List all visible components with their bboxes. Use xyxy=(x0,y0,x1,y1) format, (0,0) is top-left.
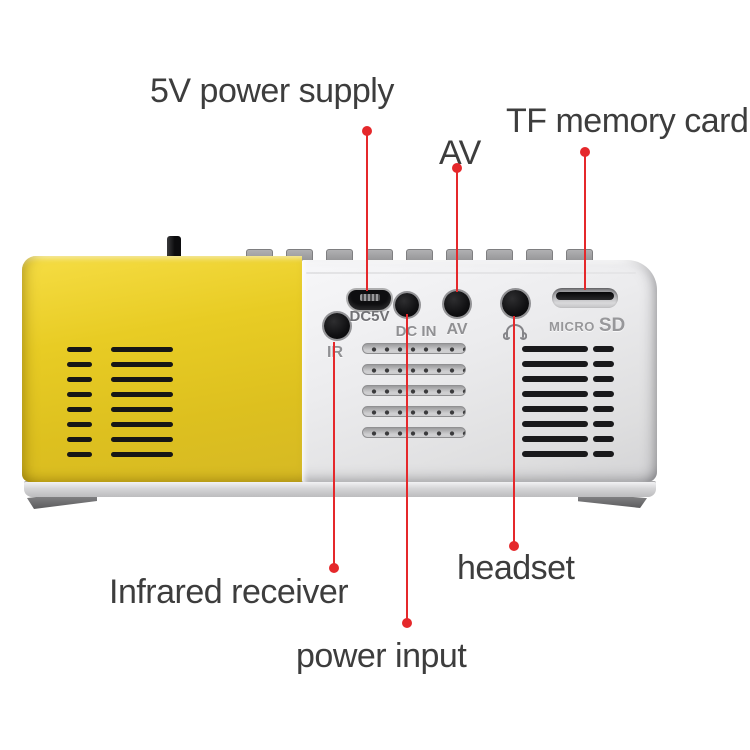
speaker-slot xyxy=(362,406,466,417)
micro-usb-port xyxy=(348,290,391,310)
callout-dot-power-supply xyxy=(362,126,372,136)
speaker-grille xyxy=(362,343,466,438)
vent-grid-right-wide xyxy=(522,346,588,457)
vent-slot xyxy=(111,362,173,367)
vent-slot xyxy=(522,361,588,367)
vent-slot xyxy=(522,346,588,352)
vent-slot xyxy=(67,452,92,457)
headphone-icon xyxy=(503,324,527,340)
ir-port-label: IR xyxy=(327,344,343,361)
ir-receiver-window xyxy=(324,313,350,339)
vent-slot xyxy=(593,421,614,427)
vent-grid-yellow-wide xyxy=(111,347,173,457)
dc-in-port-label: DC IN xyxy=(395,323,437,340)
callout-line-infrared xyxy=(333,342,335,568)
device-base xyxy=(24,481,656,497)
vent-grid-right-narrow xyxy=(593,346,614,457)
label-infrared-receiver: Infrared receiver xyxy=(109,573,349,611)
av-port xyxy=(444,291,470,317)
vent-slot xyxy=(67,347,92,352)
callout-line-power-supply xyxy=(366,130,368,291)
vent-slot xyxy=(522,436,588,442)
vent-slot xyxy=(111,452,173,457)
vent-slot xyxy=(111,437,173,442)
vent-slot xyxy=(522,376,588,382)
callout-line-headset xyxy=(513,316,515,546)
vent-slot xyxy=(67,422,92,427)
vent-slot xyxy=(522,406,588,412)
vent-slot xyxy=(111,377,173,382)
av-port-label: AV xyxy=(446,321,468,338)
label-power-input: power input xyxy=(296,637,467,675)
vent-slot xyxy=(522,391,588,397)
label-headset: headset xyxy=(457,549,575,587)
callout-dot-infrared xyxy=(329,563,339,573)
sd-slot-opening xyxy=(556,292,614,300)
dc5v-port-label: DC5V xyxy=(349,308,390,325)
vent-slot xyxy=(67,437,92,442)
callout-line-tf-card xyxy=(584,151,586,290)
projector-body-yellow xyxy=(22,256,302,482)
vent-grid-yellow-narrow xyxy=(67,347,92,457)
callout-dot-tf-card xyxy=(580,147,590,157)
label-tf-memory-card: TF memory card xyxy=(506,102,749,140)
micro-sd-label-sd: SD xyxy=(598,315,626,336)
vent-slot xyxy=(593,376,614,382)
vent-slot xyxy=(111,347,173,352)
vent-slot xyxy=(593,361,614,367)
vent-slot xyxy=(111,422,173,427)
vent-slot xyxy=(111,392,173,397)
vent-slot xyxy=(67,407,92,412)
callout-line-power-input xyxy=(406,314,408,623)
headphone-jack xyxy=(502,290,529,317)
callout-dot-power-input xyxy=(402,618,412,628)
speaker-slot xyxy=(362,364,466,375)
vent-slot xyxy=(67,362,92,367)
dc-in-port xyxy=(395,293,419,317)
vent-slot xyxy=(593,346,614,352)
speaker-slot xyxy=(362,343,466,354)
micro-sd-slot xyxy=(552,288,618,308)
vent-slot xyxy=(67,392,92,397)
vent-slot xyxy=(593,451,614,457)
vent-slot xyxy=(522,421,588,427)
speaker-slot xyxy=(362,427,466,438)
vent-slot xyxy=(111,407,173,412)
callout-dot-headset xyxy=(509,541,519,551)
vent-slot xyxy=(67,377,92,382)
label-5v-power-supply: 5V power supply xyxy=(150,72,394,110)
vent-slot xyxy=(593,436,614,442)
focus-knob xyxy=(167,236,181,260)
vent-slot xyxy=(522,451,588,457)
vent-slot xyxy=(593,406,614,412)
panel-seam xyxy=(306,272,636,274)
callout-dot-av xyxy=(452,163,462,173)
vent-slot xyxy=(593,391,614,397)
callout-line-av xyxy=(456,167,458,292)
micro-sd-label: MICRO SD xyxy=(549,315,629,337)
usb-pins xyxy=(359,294,380,301)
micro-sd-label-micro: MICRO xyxy=(549,319,595,334)
speaker-slot xyxy=(362,385,466,396)
